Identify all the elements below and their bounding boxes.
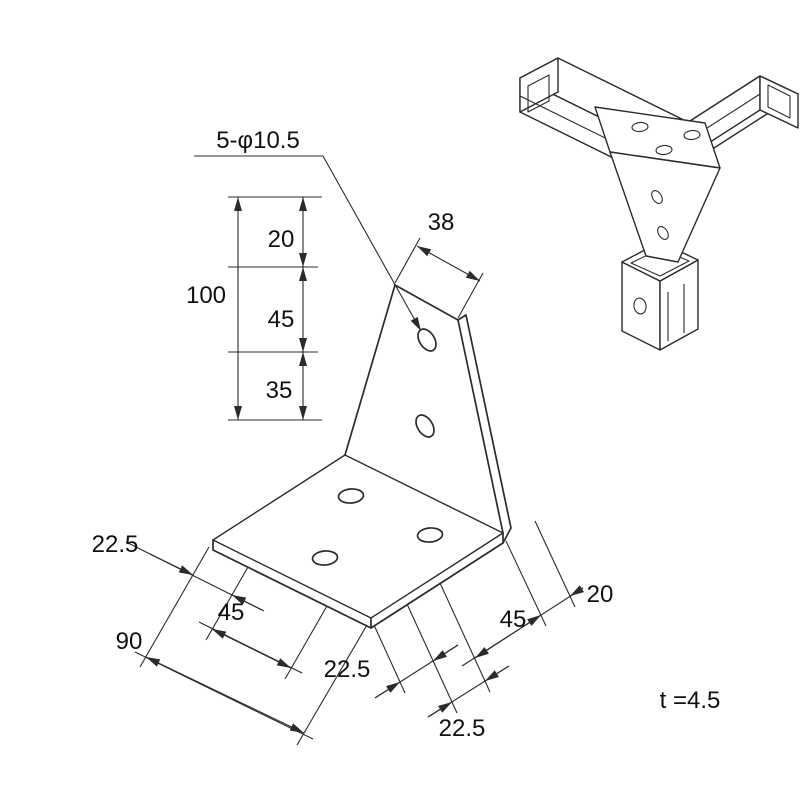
thickness-note: t =4.5 <box>660 687 721 714</box>
extension-line <box>457 272 484 319</box>
extension-line <box>534 520 576 608</box>
dim-label-total-height: 100 <box>186 282 226 309</box>
gusset-plate-thickness <box>457 314 512 544</box>
dim-line-top-width <box>416 245 481 282</box>
arrow-segment <box>432 644 459 662</box>
bolt-hole <box>415 414 435 438</box>
dim-right-edge-stack: 45 20 <box>461 520 614 667</box>
hole-callout: 5-φ10.5 <box>194 127 422 332</box>
dim-label-front-second: 22.5 <box>439 715 486 742</box>
bolt-hole <box>311 550 339 566</box>
extension-line <box>406 603 458 714</box>
dim-top-width: 38 <box>394 209 484 319</box>
extension-line <box>205 566 249 641</box>
assembly-bracket-gusset <box>609 151 721 263</box>
left-beam-channel-opening <box>527 74 550 113</box>
dim-label-left-total: 90 <box>116 628 143 655</box>
dim-line-left-total <box>145 656 305 734</box>
extension-line <box>296 624 368 746</box>
dim-label-top-width: 38 <box>428 209 455 236</box>
extension-line <box>373 624 406 694</box>
base-plate-thickness <box>212 532 504 629</box>
extension-line <box>394 237 421 284</box>
extension-line <box>505 540 547 627</box>
dim-label-left-first: 22.5 <box>92 531 139 558</box>
dim-label-right-span: 45 <box>500 606 527 633</box>
left-beam-end-face <box>519 57 559 113</box>
post-hole <box>633 297 647 315</box>
extension-line <box>139 546 210 668</box>
dim-label-front-first: 22.5 <box>324 656 371 683</box>
base-plate-top-face <box>212 454 504 619</box>
bolt-hole <box>651 190 663 204</box>
bracket-part-drawing <box>212 284 512 629</box>
installation-illustration <box>519 57 799 351</box>
dim-vertical-stack: 100 20 45 35 <box>186 196 322 421</box>
bolt-hole <box>337 488 365 504</box>
extension-line <box>439 582 491 693</box>
arrow-segment <box>231 594 263 611</box>
bolt-hole <box>683 129 701 141</box>
bolt-hole <box>416 527 444 543</box>
bolt-hole <box>655 144 673 156</box>
hole-callout-label: 5-φ10.5 <box>216 127 300 154</box>
arrow-segment <box>484 665 510 682</box>
dim-line-right-span <box>474 614 542 659</box>
dim-left-edge-stack: 22.5 45 90 <box>92 531 368 746</box>
dim-front-edge-stack: 22.5 22.5 <box>324 582 510 742</box>
bolt-hole <box>631 121 649 133</box>
dim-label-right-end: 20 <box>587 581 614 608</box>
dim-label-top: 20 <box>268 226 295 253</box>
right-beam-channel-opening <box>767 84 791 119</box>
gusset-plate-face <box>344 284 504 534</box>
dim-label-left-second: 45 <box>218 599 245 626</box>
arrow-segment <box>374 681 401 699</box>
dim-line-left-second <box>211 628 292 669</box>
right-beam-end-face <box>759 75 799 129</box>
arrow-segment <box>149 553 194 576</box>
arrow-segment <box>569 585 585 597</box>
bolt-hole <box>417 328 437 352</box>
dim-label-bottom: 35 <box>266 377 293 404</box>
leader-line <box>322 155 422 332</box>
arrow-segment <box>427 701 453 718</box>
dimension-annotations: 100 20 45 35 38 5-φ10.5 <box>92 127 721 746</box>
dim-label-middle: 45 <box>268 306 295 333</box>
bolt-hole <box>657 226 669 240</box>
